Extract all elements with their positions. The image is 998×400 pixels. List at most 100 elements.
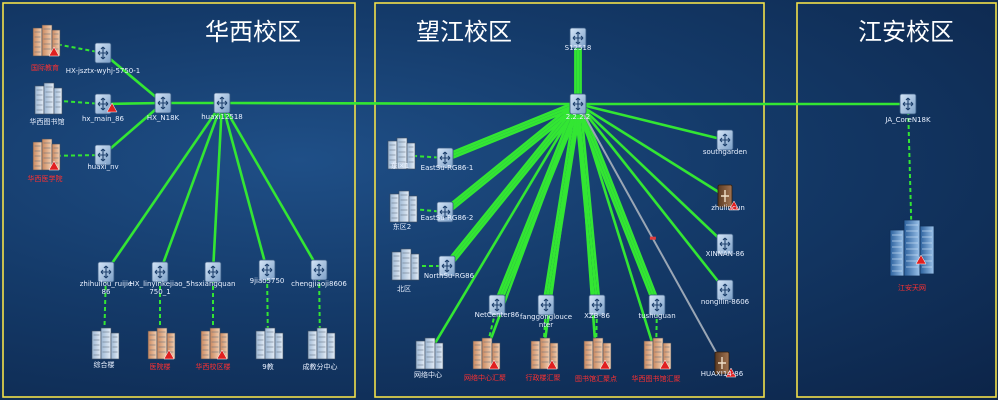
node-wj-s12518[interactable]: S12518 [565,27,592,52]
switch-icon [258,259,276,281]
node-wj-bq[interactable]: 北区 [391,248,420,293]
link-wj-core-to-wj-xn[interactable] [577,103,726,245]
node-hx-b2[interactable]: 医院楼 [147,327,176,371]
campus-zone-huaxi [2,2,356,398]
switch-icon [94,93,112,115]
node-hx-a4[interactable]: 9jiao5750 [250,259,285,285]
node-ja-core[interactable]: JA_CoreN18K [884,93,931,124]
node-label-line: nter [539,321,553,329]
link-down-marker [649,236,656,240]
link-hx-core-to-hx-a2[interactable] [158,102,224,273]
node-wj-tsg[interactable]: tushuguan [638,294,676,320]
node-wj-xn[interactable]: XINNAN-86 [706,233,745,258]
link-hx-sw2-to-hx-srv2[interactable] [46,99,104,105]
node-wj-zl[interactable]: zhulincun [711,184,745,212]
server-icon [307,327,336,360]
node-wj-b1[interactable]: 网络中心 [414,337,444,379]
link-wj-core-to-wj-ns[interactable] [443,101,582,269]
link-wj-s12518-to-wj-core[interactable] [574,38,582,104]
node-wj-hx[interactable]: HUAXI14-86 [701,351,744,378]
node-label-line: XINNAN-86 [706,250,745,258]
node-hx-srv2[interactable]: 华西图书馆 [30,82,65,126]
node-label: 东区2 [393,222,411,231]
node-wj-b4[interactable]: 图书馆汇聚点 [575,337,617,383]
server-icon [387,137,416,170]
link-hx-core-to-wj-core[interactable] [221,101,579,106]
link-hx-core-to-hx-a1[interactable] [104,102,224,273]
node-wj-e2[interactable]: EastSu-RG86-2 [421,201,474,223]
alarm-warning-icon [48,46,60,57]
node-label-line: 华西校区楼 [196,362,231,371]
node-hx-b3[interactable]: 华西校区楼 [196,327,231,371]
link-wj-core-to-wj-b1[interactable] [426,103,580,356]
link-wj-core-to-wj-hx[interactable] [577,103,723,364]
node-label-line: 东区1 [391,161,409,170]
node-wj-ns[interactable]: NorthSu-RG86 [424,255,475,280]
node-label: 华西图书馆汇聚 [632,374,681,383]
node-hx-core[interactable]: huaxi12518 [201,92,243,121]
node-label: 网络中心汇聚 [464,373,506,382]
node-wj-e1[interactable]: EastSu-RG86-1 [421,147,474,172]
node-label-line: 国际教育 [31,63,59,72]
node-label-line: 网络中心汇聚 [464,373,506,382]
node-hx-b4[interactable]: 9教 [255,327,284,371]
node-label-line: huaxi_nv [87,163,118,171]
link-hx-a1-to-hx-b1[interactable] [103,271,107,346]
link-hx-a5-to-hx-b5[interactable] [318,269,321,346]
switch-icon [588,294,606,316]
link-hx-sw3-to-hx-srv3[interactable] [44,154,104,157]
node-label-line: JA_CoreN18K [884,116,931,124]
node-hx-sw1[interactable]: HX-jsztx-wyhj-5750-1 [66,42,140,75]
node-wj-b2[interactable]: 网络中心汇聚 [464,337,506,382]
link-wj-core-to-wj-sg[interactable] [577,102,726,142]
node-hx-sw2[interactable]: hx_main_86 [82,93,125,123]
node-wj-sg[interactable]: southgarden [703,129,747,156]
node-hx-a3[interactable]: hsxiangquan [191,261,236,288]
switch-icon [716,233,734,255]
node-wj-xz[interactable]: XZB-86 [584,294,610,320]
switch-icon [488,294,506,316]
link-hx-a4-to-hx-b4[interactable] [266,269,269,346]
node-label: 9教 [262,362,273,371]
node-hx-srv3[interactable]: 华西医学院 [28,138,63,183]
node-hx-a5[interactable]: chengjiaoji8606 [291,259,347,288]
link-wj-core-to-wj-b5[interactable] [576,103,658,356]
switch-icon [154,92,172,114]
campus-zone-jiangan [796,2,997,398]
node-label-line: fanggonglouce [520,313,572,321]
node-wj-ng[interactable]: nongilin-8606 [701,279,750,306]
link-hx-core-to-hx-a5[interactable] [220,102,321,271]
link-hx-sw3-to-hx-n18k[interactable] [102,102,164,156]
node-wj-b3[interactable]: 行政楼汇聚 [526,337,561,382]
switch-icon [97,261,115,283]
node-label: 综合楼 [94,360,115,369]
node-hx-n18k[interactable]: HX_N18K [147,92,180,122]
link-hx-core-to-hx-a4[interactable] [220,102,269,271]
link-wj-core-to-wj-ng[interactable] [576,103,727,291]
node-wj-b5[interactable]: 华西图书馆汇聚 [632,337,681,383]
alarm-warning-icon [48,160,60,171]
link-wj-core-to-wj-e1[interactable] [443,100,580,162]
node-label: EastSu-RG86-2 [421,214,474,222]
node-hx-b1[interactable]: 综合楼 [91,327,120,369]
node-label-line: zhihuilou_ruijie [80,280,133,288]
node-hx-srv1[interactable]: 国际教育 [31,24,61,72]
alarm-warning-icon [915,254,927,265]
node-ja-srv[interactable]: 江安天网 [889,219,935,292]
node-wj-core[interactable]: 2.2.2.2 [566,93,591,121]
node-label-line: 9教 [262,362,273,371]
node-wj-nc[interactable]: NetCenter86 [475,294,520,319]
link-hx-sw1-to-hx-n18k[interactable] [102,52,164,104]
link-hx-core-to-hx-a3[interactable] [211,102,224,273]
node-hx-b5[interactable]: 成教分中心 [303,327,338,371]
link-wj-core-to-wj-zl[interactable] [577,102,726,198]
node-wj-d2[interactable]: 东区2 [389,190,418,231]
node-label-line: 行政楼汇聚 [526,373,561,382]
link-hx-sw2-to-hx-n18k[interactable] [102,101,164,106]
node-hx-sw3[interactable]: huaxi_nv [87,144,119,171]
node-wj-d1[interactable]: 东区1 [387,137,416,170]
